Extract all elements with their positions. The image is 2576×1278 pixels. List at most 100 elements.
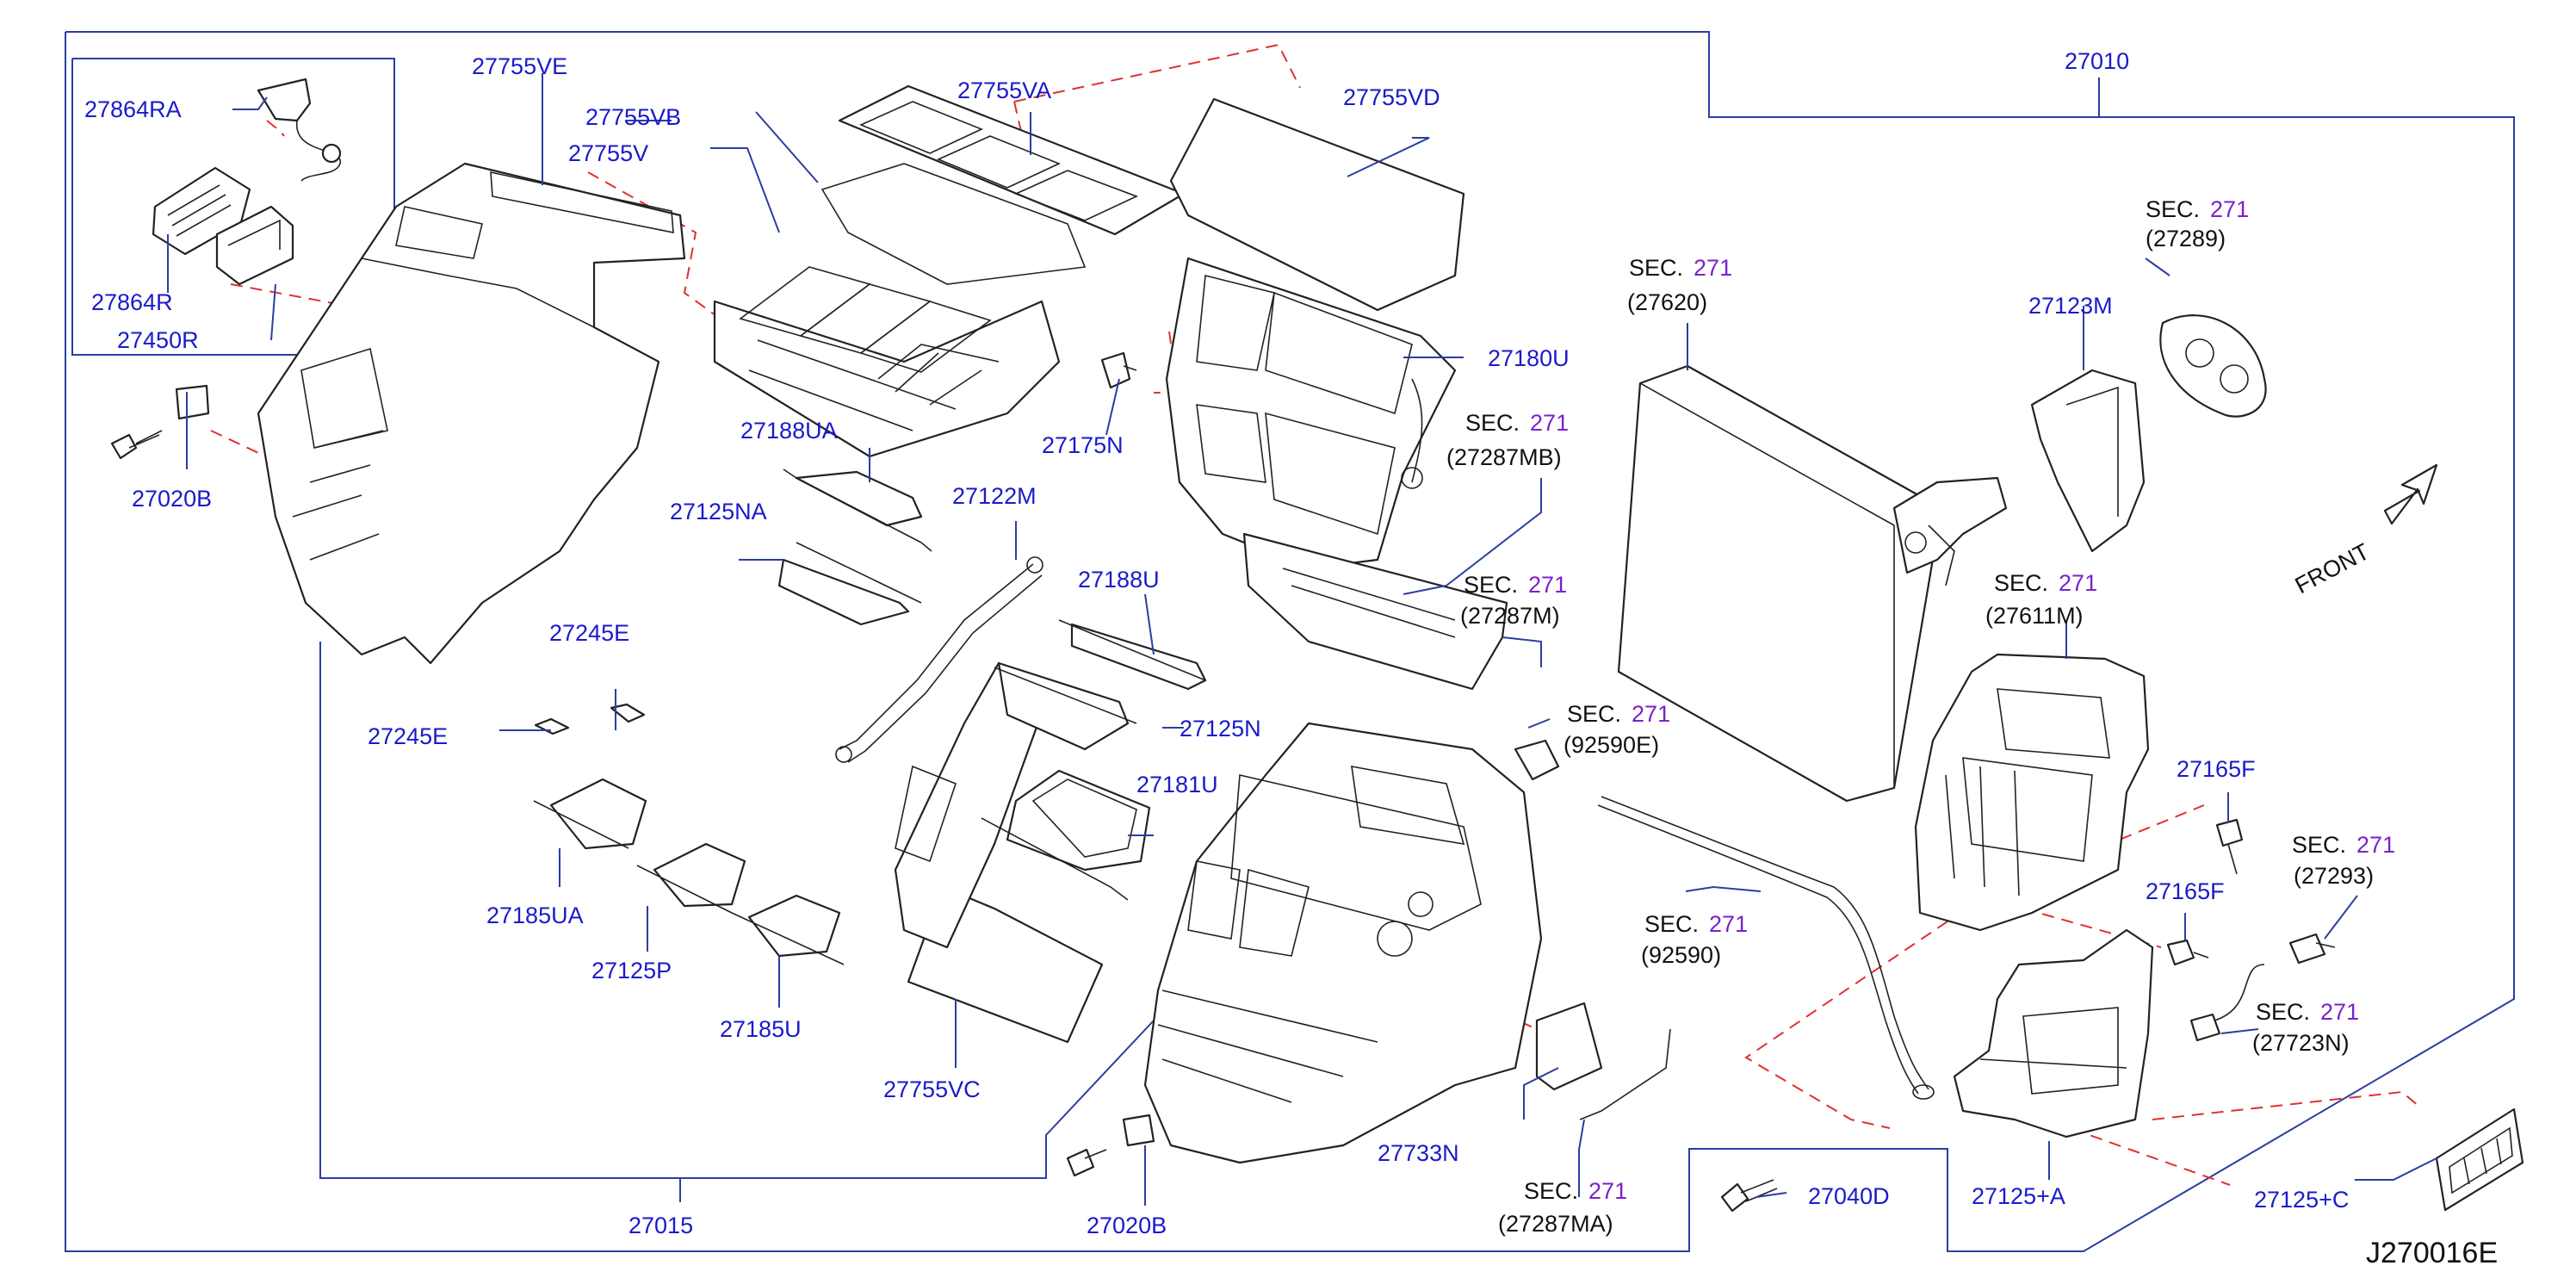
label-27755VE: 27755VE [472,53,567,79]
grille-27125C [2435,1107,2524,1212]
front-label: FRONT [2291,538,2374,599]
label-27165F-lower: 27165F [2146,878,2225,904]
svg-text:(92590): (92590) [1641,942,1721,968]
drawing-code: J270016E [2366,1237,2498,1269]
sec-92590: SEC.271 (92590) [1641,911,1748,968]
label-27450R: 27450R [117,327,199,353]
case-27125A [1953,928,2154,1138]
grommet-27289 [2159,314,2267,418]
hose-92590 [1514,739,1935,1100]
sec-27289: SEC.271 (27289) [2146,196,2249,251]
frame-lines [65,31,2515,1252]
label-27125C: 27125+C [2254,1187,2349,1213]
screw-27020B-left [110,384,210,460]
svg-text:(27293): (27293) [2294,863,2374,889]
svg-text:(27611M): (27611M) [1985,603,2084,629]
door-27125NA [777,542,922,626]
front-arrow-icon [2383,463,2438,525]
outer-frame [65,31,2515,1252]
label-27125N: 27125N [1180,716,1261,741]
svg-text:SEC.271: SEC.271 [2256,999,2359,1025]
svg-text:(27287M): (27287M) [1460,603,1560,629]
svg-text:(27620): (27620) [1627,289,1707,315]
doors-lower [533,778,845,965]
label-27755VA: 27755VA [957,78,1051,103]
module-27450R [215,205,294,286]
bolt-27040D [1720,1179,1778,1213]
label-27020B-left: 27020B [132,486,212,512]
sec-27287MB: SEC.271 (27287MB) [1446,410,1569,470]
label-27245E-right: 27245E [549,620,629,646]
label-27185U: 27185U [720,1016,802,1042]
svg-text:SEC.271: SEC.271 [1465,410,1569,436]
label-27188U: 27188U [1078,567,1160,592]
label-27123M: 27123M [2028,293,2113,319]
part-sketches [110,78,2524,1213]
sec-27723N: SEC.271 (27723N) [2252,999,2359,1056]
sec-27287MA: SEC.271 (27287MA) [1498,1178,1627,1237]
label-27020B-bottom: 27020B [1087,1213,1167,1238]
clips-27245E [534,703,646,735]
label-27125A: 27125+A [1972,1183,2065,1209]
door-27188UA [783,468,932,552]
actuator-27733N [1535,1002,1671,1120]
case-27180U [1165,257,1457,570]
clip-27293 [2288,933,2336,965]
label-27185UA: 27185UA [486,903,584,928]
svg-text:SEC.271: SEC.271 [1994,570,2097,596]
sensor-27723N [2189,964,2265,1042]
cover-27755VD [1169,97,1465,312]
svg-text:SEC.271: SEC.271 [1644,911,1748,937]
section-references: SEC.271 (27620) SEC.271 (27289) SEC.271 … [1446,196,2395,1237]
link-27122M [835,556,1043,763]
label-27165F-upper: 27165F [2177,756,2256,782]
sec-92590E: SEC.271 (92590E) [1564,701,1670,758]
label-27125NA: 27125NA [670,499,767,524]
part-labels: 27010 27755VE 27755VB 27755V 27755VA 277… [84,48,2349,1238]
label-27755VD: 27755VD [1343,84,1440,110]
label-27864RA: 27864RA [84,96,182,122]
bracket-27123M [2030,369,2146,553]
label-27010: 27010 [2065,48,2129,74]
svg-text:SEC.271: SEC.271 [1567,701,1670,727]
svg-text:(27287MA): (27287MA) [1498,1211,1613,1237]
svg-text:SEC.271: SEC.271 [1524,1178,1627,1204]
svg-text:(27723N): (27723N) [2252,1030,2350,1056]
label-27755V: 27755V [568,140,648,166]
label-27188UA: 27188UA [740,418,838,444]
screws-27165F [2166,818,2244,966]
label-27181U: 27181U [1136,772,1218,797]
case-left [257,162,686,665]
leader-lines [167,73,2437,1206]
svg-text:(27289): (27289) [2146,226,2226,251]
sec-27293: SEC.271 (27293) [2292,832,2395,889]
label-27180U: 27180U [1488,345,1570,371]
label-27040D: 27040D [1808,1183,1890,1209]
doors-center [981,619,1207,901]
svg-text:SEC.271: SEC.271 [2146,196,2249,222]
svg-text:(92590E): (92590E) [1564,732,1659,758]
filter-27755VC [894,661,1104,1044]
label-27122M: 27122M [952,483,1037,509]
frame-27755VA [820,84,1186,285]
case-27611M [1914,653,2150,932]
svg-text:SEC.271: SEC.271 [1629,255,1732,281]
screw-27020B-bottom [1066,1114,1155,1177]
label-27733N: 27733N [1378,1140,1459,1166]
label-27015: 27015 [629,1213,693,1238]
label-27755VC: 27755VC [883,1076,981,1102]
sec-27620: SEC.271 (27620) [1627,255,1732,315]
label-27175N: 27175N [1042,432,1124,458]
frame-27015 [319,642,1155,1179]
svg-text:SEC.271: SEC.271 [2292,832,2395,858]
part-27175N [1100,351,1137,389]
svg-text:(27287MB): (27287MB) [1446,444,1562,470]
sec-27611M: SEC.271 (27611M) [1985,570,2097,629]
filter-27755VB [713,266,1061,458]
label-27864R: 27864R [91,289,173,315]
case-27015 [1143,722,1543,1164]
duct-27287M [1242,532,1508,691]
harness-27864RA [257,78,342,182]
label-27125P: 27125P [591,958,672,983]
